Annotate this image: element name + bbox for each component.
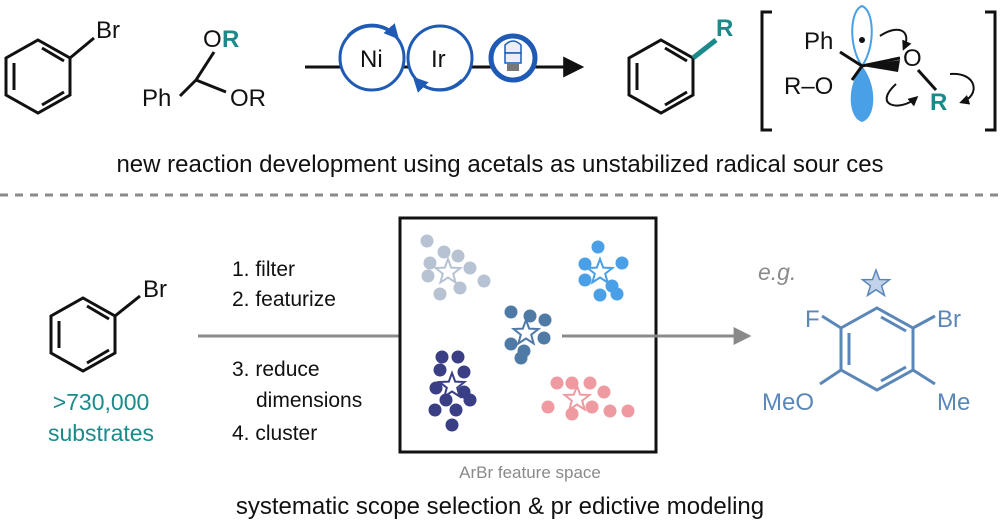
lightbulb-icon — [488, 33, 538, 83]
cluster-navy-point — [449, 403, 463, 417]
bottom-caption: systematic scope selection & pr edictive… — [236, 493, 764, 520]
cluster-pink-point — [550, 376, 564, 390]
input-bromide-structure — [49, 294, 141, 373]
cluster-gray-point — [421, 269, 435, 283]
cluster-pink-point — [565, 376, 579, 390]
cluster-mid-point — [538, 313, 552, 327]
product-r-bond — [691, 38, 718, 60]
acetal-ph-label: Ph — [142, 85, 171, 112]
cluster-light-blue-point — [578, 273, 592, 287]
example-substrate-structure — [819, 306, 936, 392]
step-2: 2. featurize — [232, 288, 336, 311]
acetal-or-label: OR — [230, 85, 266, 112]
product-structure — [627, 38, 695, 115]
cluster-navy-point — [435, 350, 449, 364]
cluster-gray-point — [423, 256, 437, 270]
cluster-navy-point — [445, 418, 459, 432]
acetal-structure — [178, 51, 227, 98]
product-r-label: R — [716, 15, 733, 42]
cluster-pink-point — [621, 404, 635, 418]
feature-space-clusters — [420, 234, 635, 432]
substrate-count: >730,000 — [53, 389, 150, 415]
example-f-label: F — [805, 306, 820, 333]
eg-label: e.g. — [758, 259, 796, 285]
step-1: 1. filter — [232, 258, 295, 281]
cluster-navy-point — [429, 381, 443, 395]
cluster-pink-star-icon — [561, 383, 593, 412]
radical-wedge-bond — [862, 60, 900, 72]
cluster-gray-point — [453, 281, 467, 295]
cluster-navy-point — [433, 363, 447, 377]
cluster-light-blue-point — [593, 288, 607, 302]
radical-r-label: R — [930, 89, 947, 116]
cluster-light-blue-point — [615, 256, 629, 270]
acetal-o-label: O — [203, 26, 222, 53]
electron-arrow-3 — [949, 72, 975, 105]
aryl-bromide-structure — [4, 36, 95, 115]
cluster-light-blue-point — [591, 240, 605, 254]
cluster-mid-star-icon — [510, 317, 542, 346]
cluster-mid-point — [504, 305, 518, 319]
cluster-gray-point — [433, 287, 447, 301]
cluster-pink-point — [603, 404, 617, 418]
cluster-mid-point — [514, 351, 528, 365]
ni-cycle — [338, 23, 406, 92]
cluster-pink-point — [585, 400, 599, 414]
cluster-navy-point — [463, 393, 477, 407]
cluster-gray-point — [463, 261, 477, 275]
cluster-navy-star-icon — [436, 370, 468, 399]
example-me-label: Me — [937, 389, 970, 416]
cluster-pink-point — [565, 407, 579, 421]
bromide-br-label: Br — [96, 17, 120, 44]
acetal-r-label: R — [222, 26, 239, 53]
example-br-label: Br — [937, 306, 961, 333]
cluster-navy-point — [439, 393, 453, 407]
cluster-gray-point — [437, 245, 451, 259]
step-3-cont: dimensions — [256, 389, 362, 412]
cluster-gray-point — [451, 249, 465, 263]
step-3: 3. reduce — [232, 358, 320, 381]
input-br-label: Br — [143, 276, 167, 303]
electron-arrow-1 — [879, 28, 912, 51]
radical-brackets — [760, 10, 997, 132]
ni-label: Ni — [360, 46, 383, 73]
radical-structure — [839, 50, 938, 92]
cluster-navy-point — [457, 365, 471, 379]
radical-ph-label: Ph — [804, 28, 833, 55]
cluster-light-blue-point — [610, 287, 624, 301]
top-caption: new reaction development using acetals a… — [116, 151, 883, 178]
ir-cycle — [406, 24, 474, 93]
cluster-pink-point — [597, 385, 611, 399]
cluster-navy-point — [428, 403, 442, 417]
radical-orbital — [850, 4, 874, 122]
cluster-navy-point — [451, 350, 465, 364]
example-star-icon — [860, 267, 892, 298]
cluster-gray-point — [477, 274, 491, 288]
cluster-mid-point — [537, 331, 551, 345]
substrate-count-label: substrates — [48, 420, 154, 446]
ir-label: Ir — [431, 46, 446, 73]
feature-space-label: ArBr feature space — [459, 463, 601, 482]
example-meo-label: MeO — [762, 389, 814, 416]
electron-arrow-2 — [885, 83, 919, 107]
cluster-mid-point — [504, 337, 518, 351]
cluster-gray-star-icon — [432, 256, 464, 285]
cluster-pink-point — [583, 376, 597, 390]
cluster-gray-point — [420, 234, 434, 248]
step-4: 4. cluster — [232, 422, 317, 445]
radical-ro-label: R–O — [784, 73, 833, 100]
cluster-light-blue-star-icon — [584, 256, 616, 285]
cluster-pink-point — [541, 400, 555, 414]
radical-o-label: O — [903, 45, 922, 72]
